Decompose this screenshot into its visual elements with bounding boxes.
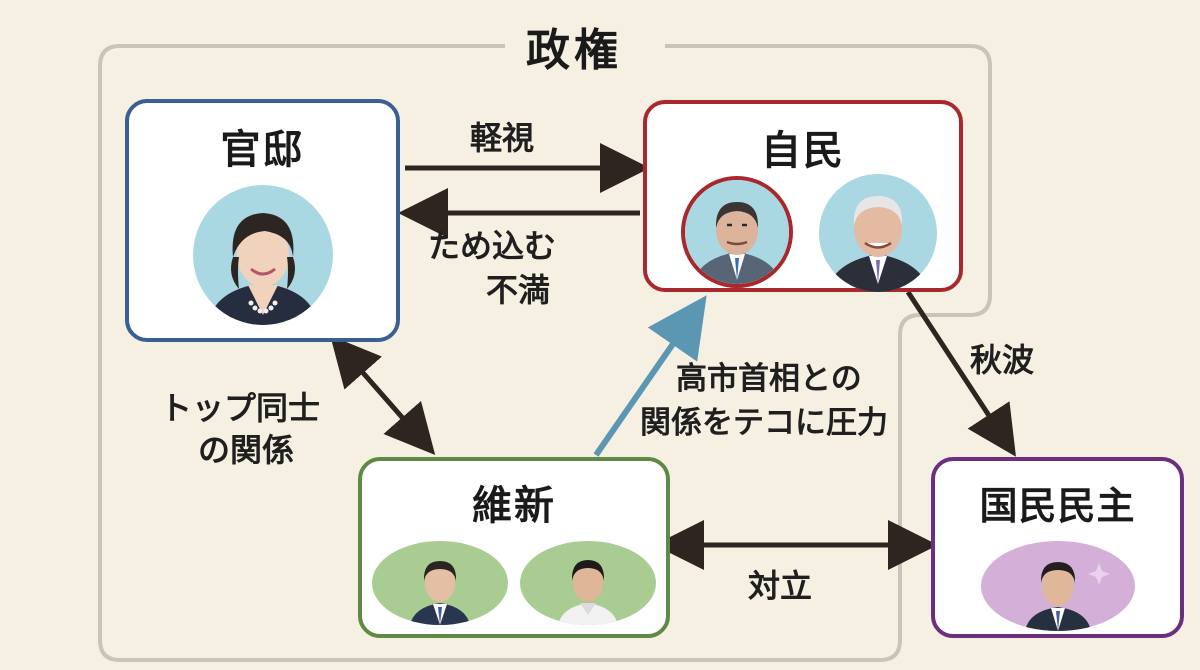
coalition-frame: [98, 44, 992, 662]
label-keishi: 軽視: [470, 119, 535, 157]
label-tairitsu: 対立: [748, 567, 813, 605]
node-ishin-label: 維新: [472, 483, 556, 529]
node-jimin-label: 自民: [761, 128, 845, 174]
label-top-relation-line2: の関係: [198, 431, 295, 469]
portrait-kokumin: [981, 541, 1135, 631]
label-pressure-line2: 関係をテコに圧力: [640, 405, 888, 441]
label-fuman-line2: 不満: [486, 271, 551, 309]
portrait-ishin-right: [520, 541, 656, 625]
node-ishin: 維新: [358, 457, 670, 638]
coalition-title: 政権: [512, 14, 636, 78]
label-fuman-line1: ため込む: [428, 227, 557, 265]
node-kokumin-label: 国民民主: [979, 484, 1136, 528]
node-kokumin: 国民民主: [931, 457, 1184, 638]
node-jimin: 自民: [643, 100, 963, 292]
arrow-top-relation: [330, 335, 436, 456]
portrait-kantei: [193, 185, 333, 325]
node-kantei-label: 官邸: [220, 127, 305, 173]
portrait-ishin-left: [372, 541, 508, 625]
label-top-relation-line1: トップ同士: [160, 389, 321, 427]
arrow-pressure: [593, 295, 707, 457]
label-pressure-line1: 高市首相との: [676, 361, 862, 397]
node-kantei: 官邸: [125, 99, 400, 342]
arrow-shuuha: [905, 290, 1016, 457]
portrait-jimin-left: [681, 176, 793, 288]
portrait-jimin-right: [819, 174, 937, 292]
label-shuuha: 秋波: [970, 341, 1035, 379]
